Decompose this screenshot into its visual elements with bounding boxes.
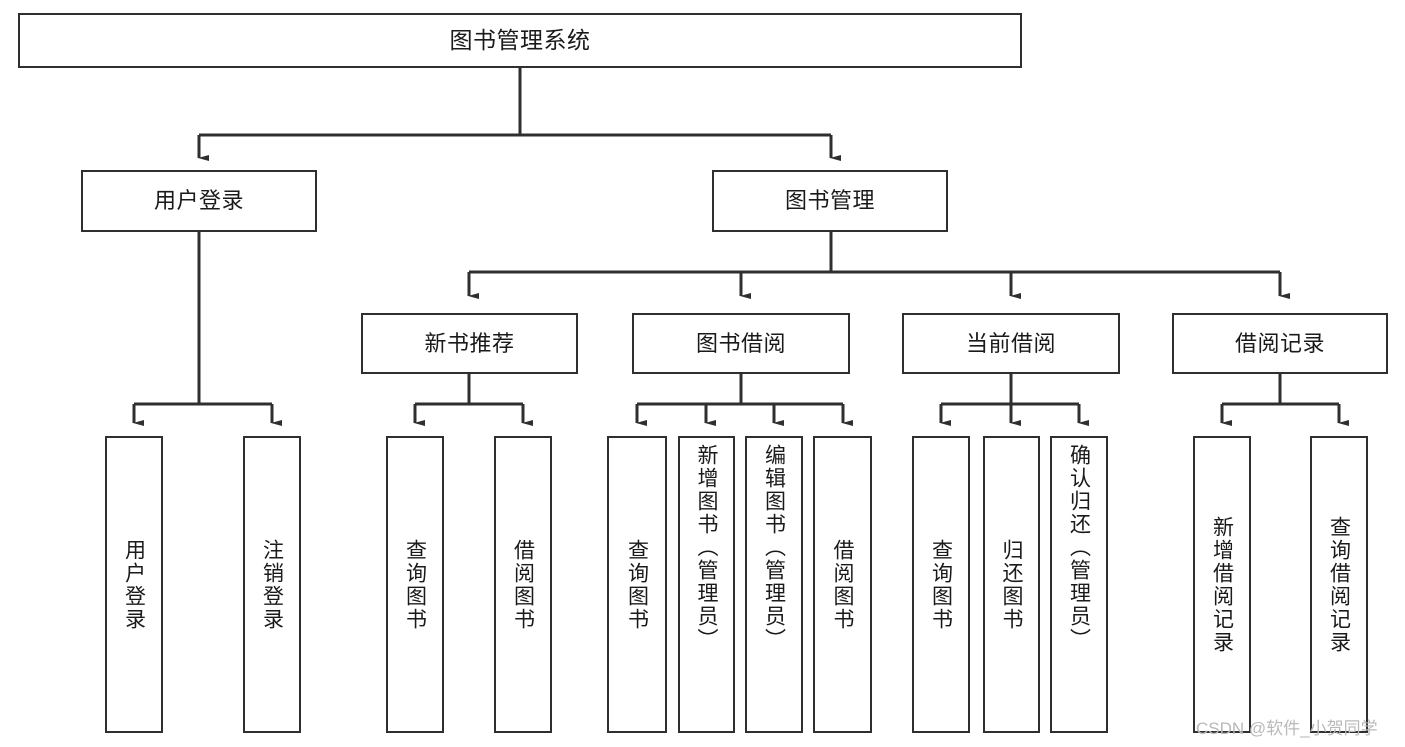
node-label: 注销登录 bbox=[260, 538, 284, 631]
leaf-query-book-b[interactable]: 查询图书 bbox=[607, 436, 667, 733]
node-book-management[interactable]: 图书管理 bbox=[712, 170, 948, 232]
leaf-return-book[interactable]: 归还图书 bbox=[983, 436, 1040, 733]
node-label: 查询借阅记录 bbox=[1327, 515, 1351, 654]
node-root-system[interactable]: 图书管理系统 bbox=[18, 13, 1022, 68]
node-label: 用户登录 bbox=[153, 188, 244, 214]
leaf-query-borrow-record[interactable]: 查询借阅记录 bbox=[1310, 436, 1368, 733]
node-label: 编辑图书（管理员） bbox=[762, 444, 786, 651]
leaf-logout[interactable]: 注销登录 bbox=[243, 436, 301, 733]
node-borrow-records[interactable]: 借阅记录 bbox=[1172, 313, 1388, 374]
node-label: 新增图书（管理员） bbox=[695, 444, 718, 651]
node-label: 图书管理系统 bbox=[449, 26, 591, 53]
node-label: 新书推荐 bbox=[424, 330, 515, 356]
node-label: 当前借阅 bbox=[965, 330, 1056, 356]
node-current-borrow[interactable]: 当前借阅 bbox=[902, 313, 1120, 374]
leaf-confirm-return-admin[interactable]: 确认归还（管理员） bbox=[1050, 436, 1108, 733]
node-label: 新增借阅记录 bbox=[1210, 515, 1234, 654]
node-label: 确认归还（管理员） bbox=[1067, 444, 1091, 651]
node-label: 用户登录 bbox=[122, 538, 146, 631]
node-user-login[interactable]: 用户登录 bbox=[81, 170, 317, 232]
node-label: 图书借阅 bbox=[695, 330, 786, 356]
leaf-query-book-a[interactable]: 查询图书 bbox=[386, 436, 444, 733]
leaf-add-borrow-record[interactable]: 新增借阅记录 bbox=[1193, 436, 1251, 733]
leaf-add-book-admin[interactable]: 新增图书（管理员） bbox=[678, 436, 735, 733]
node-label: 查询图书 bbox=[625, 538, 649, 631]
leaf-edit-book-admin[interactable]: 编辑图书（管理员） bbox=[745, 436, 803, 733]
leaf-borrow-book-a[interactable]: 借阅图书 bbox=[494, 436, 552, 733]
node-label: 归还图书 bbox=[1000, 538, 1023, 631]
node-label: 查询图书 bbox=[929, 538, 953, 631]
node-new-book-recommend[interactable]: 新书推荐 bbox=[361, 313, 578, 374]
leaf-query-book-c[interactable]: 查询图书 bbox=[912, 436, 970, 733]
node-label: 借阅记录 bbox=[1234, 330, 1325, 356]
leaf-user-login[interactable]: 用户登录 bbox=[105, 436, 163, 733]
node-book-borrow[interactable]: 图书借阅 bbox=[632, 313, 850, 374]
node-label: 借阅图书 bbox=[831, 538, 854, 631]
node-label: 查询图书 bbox=[403, 538, 427, 631]
leaf-borrow-book-b[interactable]: 借阅图书 bbox=[813, 436, 872, 733]
node-label: 借阅图书 bbox=[511, 538, 535, 631]
node-label: 图书管理 bbox=[784, 188, 875, 214]
